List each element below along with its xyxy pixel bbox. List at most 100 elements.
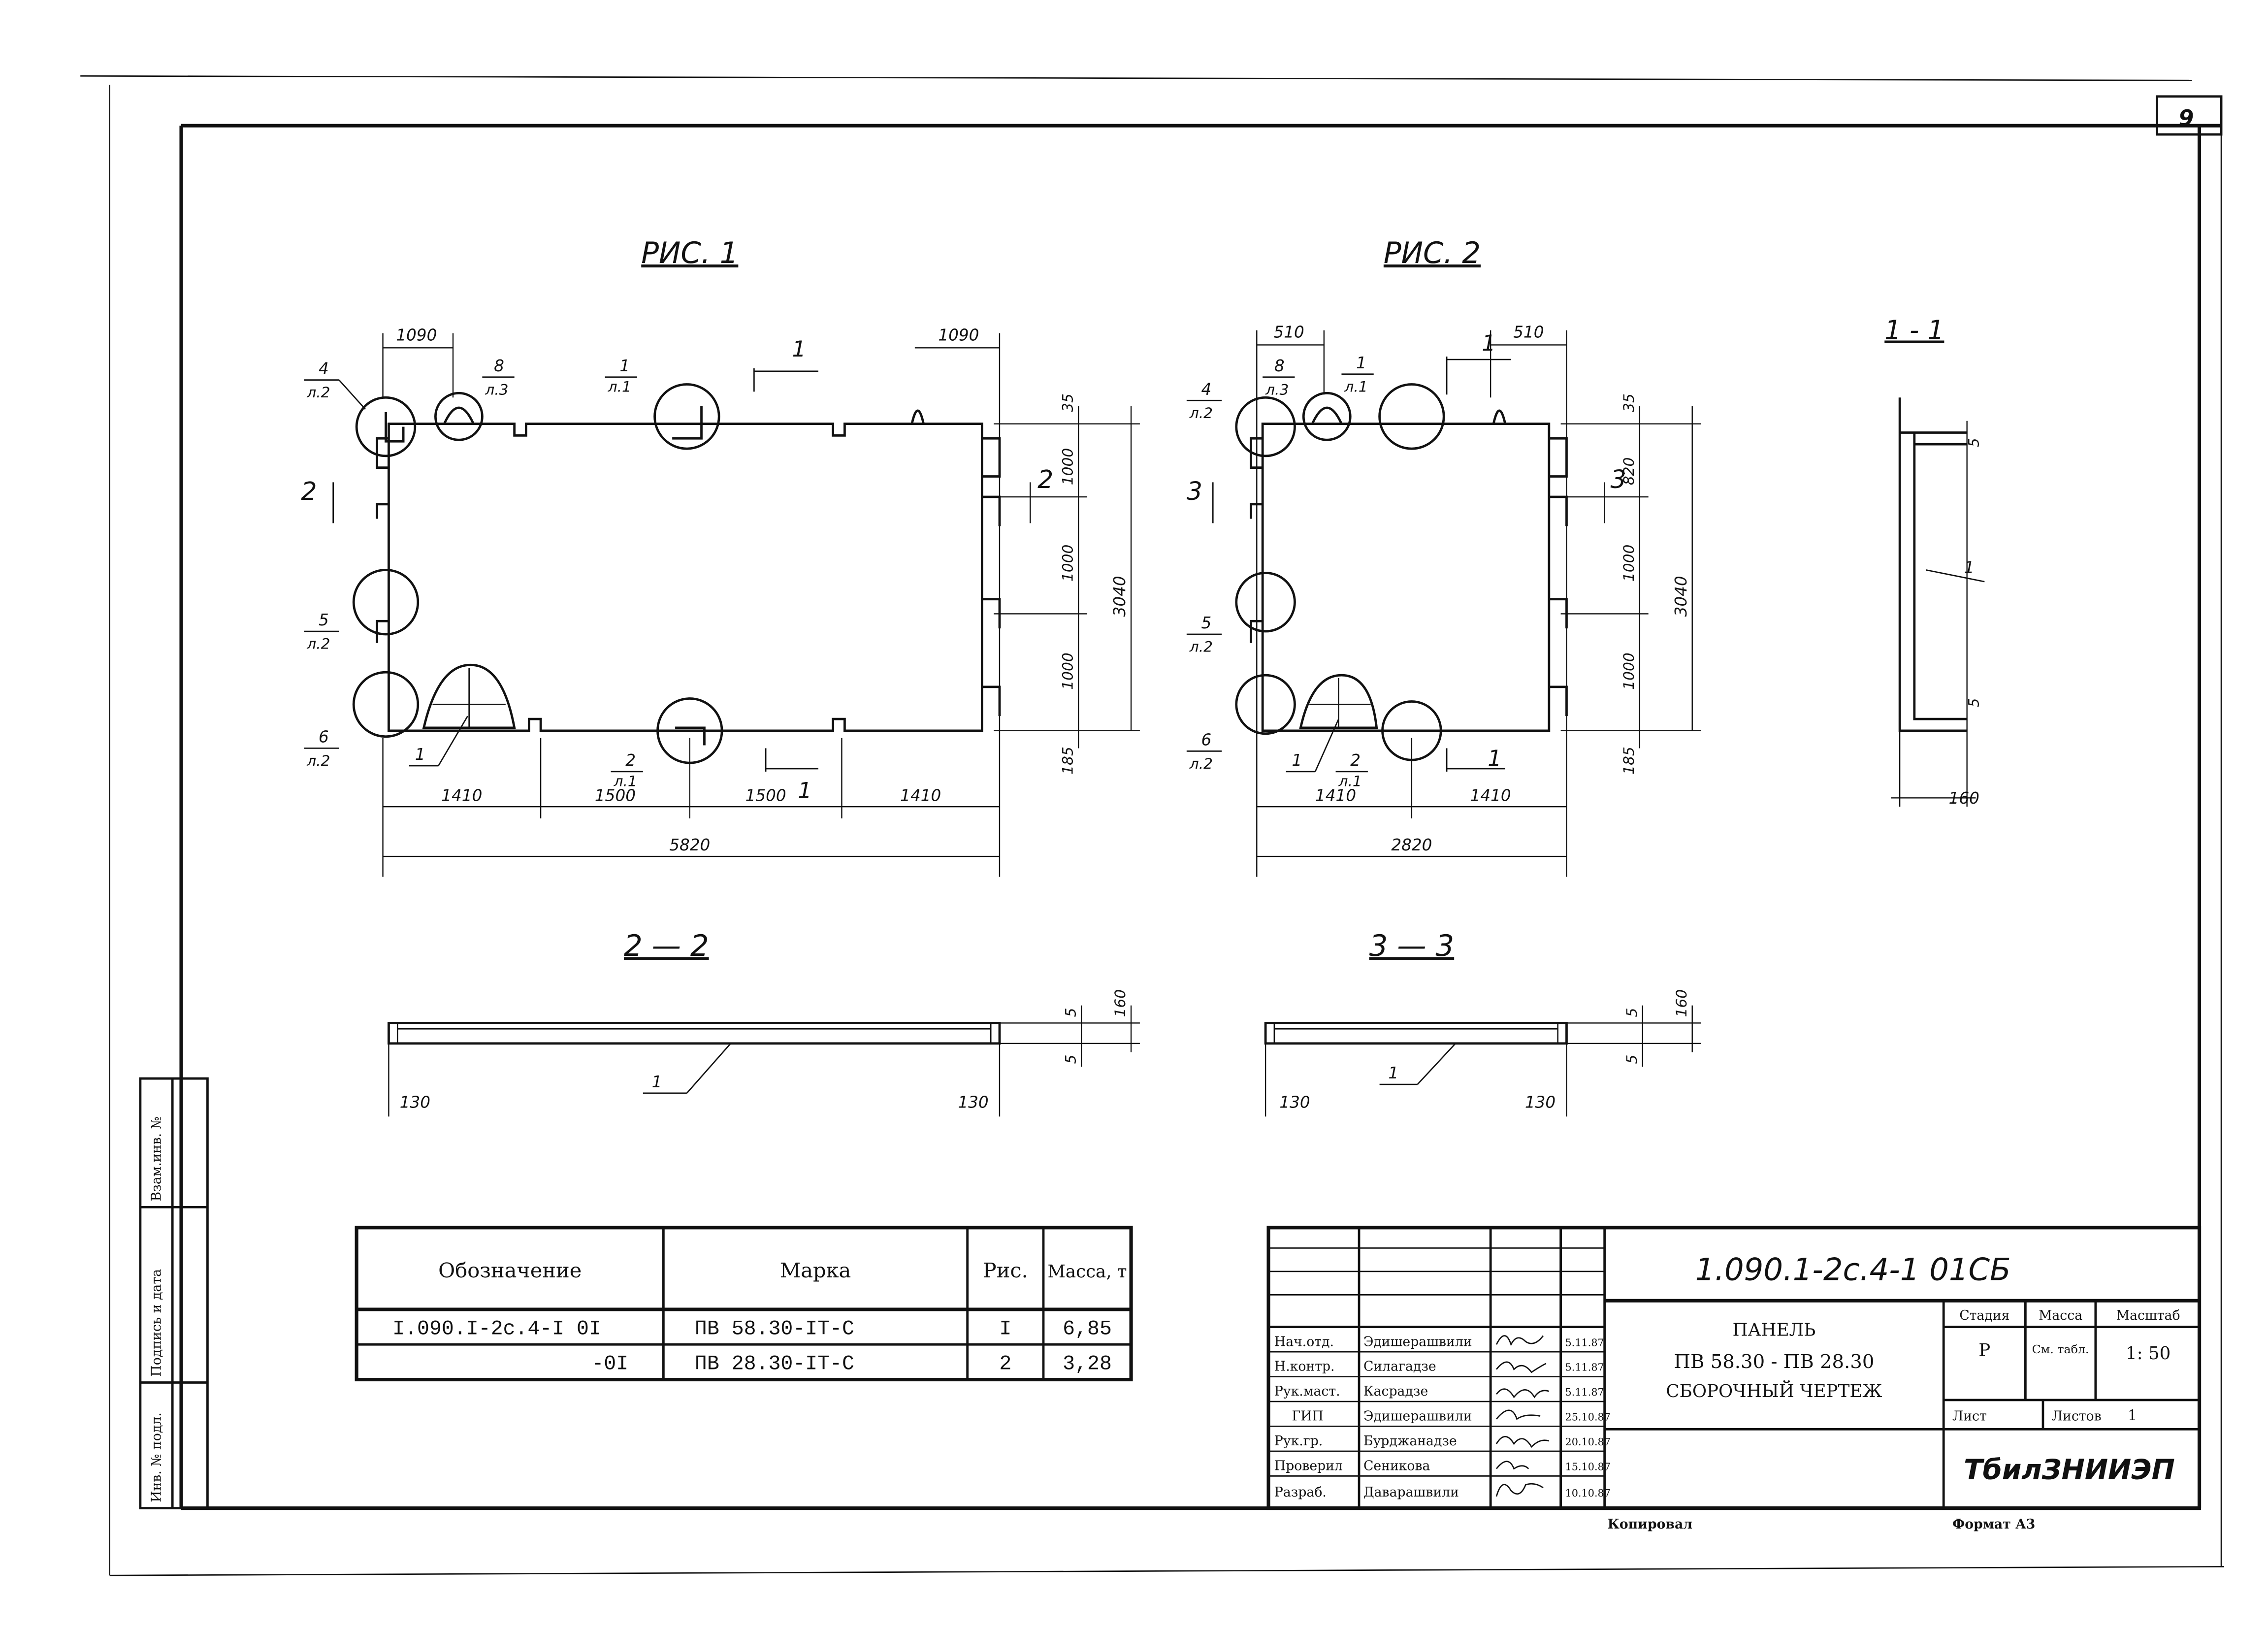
- fig2-bottom-dim-2: 1410: [1470, 786, 1511, 805]
- fig1-callout-8-sheet: л.3: [485, 381, 508, 398]
- signer-rows: Нач.отд. Эдишерашвили 5.11.87 Н.контр. С…: [1274, 1334, 1611, 1500]
- sheets-label: Листов: [2052, 1409, 2102, 1424]
- organization-name: ТбилЗНИИЭП: [1964, 1454, 2175, 1486]
- fig1-bottom-dim-1: 1410: [441, 786, 482, 805]
- stamp-inventory-number: Инв. № подл.: [149, 1412, 164, 1502]
- signer-role-1: Нач.отд.: [1274, 1334, 1334, 1349]
- sec33-dim-top: 5: [1623, 1008, 1640, 1017]
- detail-circle-8: [1302, 391, 1352, 441]
- spec-header-mass: Масса, т: [1047, 1262, 1127, 1282]
- fig2-callout-1-num: 1: [1356, 354, 1366, 372]
- fig2-right-dim-1: 35: [1620, 393, 1637, 412]
- spec-header-designation: Обозначение: [438, 1258, 582, 1282]
- fig2-callout-4-num: 4: [1201, 380, 1212, 398]
- fig2-leader-label: 1: [1292, 751, 1302, 770]
- fig2-cut-mark-right: 3: [1611, 465, 1626, 494]
- title-block: [1266, 1226, 2202, 1510]
- figure-2-panel-outline: [1212, 357, 1605, 772]
- fig1-bottom-dim-4: 1410: [900, 786, 941, 805]
- detail-circle-4: [355, 396, 417, 457]
- fig1-callout-4-sheet: л.2: [306, 384, 330, 401]
- sec11-dim-width: 160: [1949, 789, 1979, 808]
- stamp-replacement-inventory: Взам.инв. №: [149, 1116, 164, 1201]
- signer-name-6: Сеникова: [1363, 1459, 1430, 1474]
- fig2-right-dim-5: 185: [1620, 747, 1637, 775]
- sec33-leader-label: 1: [1388, 1064, 1398, 1082]
- signer-name-1: Эдишерашвили: [1363, 1334, 1472, 1349]
- mass-header: Масса: [2039, 1308, 2082, 1323]
- fig2-bottom-dim-1: 1410: [1315, 786, 1356, 805]
- sec11-dim-bottom: 5: [1965, 698, 1982, 707]
- sec22-leader-label: 1: [652, 1073, 662, 1091]
- signer-date-3: 5.11.87: [1565, 1386, 1604, 1398]
- detail-circle-6: [1235, 674, 1296, 735]
- spec-row1-figure: I: [999, 1318, 1011, 1341]
- fig1-leader-label: 1: [415, 745, 425, 764]
- fig2-callout-4-sheet: л.2: [1189, 404, 1213, 422]
- sheets-value: 1: [2128, 1407, 2137, 1424]
- detail-circle-4: [1235, 396, 1296, 457]
- fig1-callout-5-num: 5: [319, 611, 329, 629]
- figure-2-dimensions: [1256, 330, 1701, 877]
- fig2-cut-mark-bottom: 1: [1488, 746, 1501, 771]
- sec22-dim-top: 5: [1062, 1008, 1079, 1017]
- section-3-3-title: 3 — 3: [1369, 929, 1455, 963]
- fig2-callout-8-sheet: л.3: [1265, 381, 1289, 398]
- spec-row1-mass: 6,85: [1063, 1318, 1112, 1341]
- drawing-code: 1.090.1-2с.4-1 01СБ: [1695, 1252, 2011, 1288]
- sec33-dim-left: 130: [1279, 1093, 1310, 1112]
- spec-row2-figure: 2: [999, 1353, 1011, 1376]
- fig1-callout-4-num: 4: [319, 359, 329, 378]
- fig2-overall-height: 3040: [1672, 576, 1690, 617]
- handwritten-signatures: [1495, 1335, 1550, 1497]
- spec-row2-mark: ПВ 28.30-IТ-С: [695, 1353, 854, 1376]
- figure-1-title: РИС. 1: [641, 236, 738, 270]
- spec-header-figure: Рис.: [983, 1258, 1028, 1282]
- fig2-right-dim-4: 1000: [1620, 652, 1637, 689]
- sheet-frame: [80, 75, 2224, 1576]
- fig1-right-dim-5: 185: [1059, 747, 1076, 775]
- fig2-cut-mark-top: 1: [1482, 331, 1495, 356]
- signer-role-6: Проверил: [1274, 1459, 1343, 1474]
- signer-date-6: 15.10.87: [1565, 1461, 1611, 1473]
- fig1-callout-8-num: 8: [494, 357, 504, 375]
- signer-role-4: ГИП: [1292, 1409, 1324, 1424]
- fig2-callout-1-sheet: л.1: [1344, 378, 1367, 395]
- section-2-2-profile: [388, 1005, 1140, 1117]
- sec33-dim-height: 160: [1673, 989, 1690, 1017]
- fig1-right-dim-4: 1000: [1059, 652, 1076, 689]
- signer-date-2: 5.11.87: [1565, 1362, 1604, 1373]
- fig1-overall-width: 5820: [669, 836, 710, 854]
- fig2-callout-2-sheet: л.1: [1338, 773, 1362, 790]
- fig1-callout-5-sheet: л.2: [306, 635, 330, 652]
- section-1-1-title: 1 - 1: [1884, 315, 1944, 346]
- signer-role-3: Рук.маст.: [1274, 1384, 1340, 1399]
- sec11-dim-top: 5: [1965, 438, 1982, 447]
- fig1-right-dim-3: 1000: [1059, 545, 1076, 582]
- sec22-dim-bottom: 5: [1062, 1055, 1079, 1064]
- copied-label: Копировал: [1608, 1517, 1693, 1532]
- fig1-overall-height: 3040: [1110, 576, 1129, 617]
- spec-header-mark: Марка: [780, 1258, 851, 1282]
- drawing-name-line-2: ПВ 58.30 - ПВ 28.30: [1674, 1351, 1874, 1373]
- fig1-callout-1-num: 1: [619, 357, 630, 375]
- signer-name-4: Эдишерашвили: [1363, 1409, 1472, 1424]
- section-2-2-title: 2 — 2: [624, 929, 709, 963]
- section-3-3-profile: [1264, 1005, 1701, 1117]
- fig2-callout-5-sheet: л.2: [1189, 638, 1213, 655]
- scale-header: Масштаб: [2116, 1308, 2180, 1323]
- fig2-callout-6-sheet: л.2: [1189, 755, 1213, 772]
- signer-name-3: Касрадзе: [1363, 1384, 1428, 1399]
- fig1-callout-2-sheet: л.1: [613, 773, 637, 790]
- spec-table: [355, 1226, 1133, 1382]
- fig2-callout-2-num: 2: [1350, 751, 1361, 770]
- fig1-bottom-dim-3: 1500: [745, 786, 786, 805]
- signer-date-1: 5.11.87: [1565, 1336, 1604, 1348]
- fig1-right-dim-2: 1000: [1059, 448, 1076, 485]
- sec11-leader-label: 1: [1964, 558, 1975, 577]
- sec22-dim-height: 160: [1111, 989, 1129, 1017]
- sec22-dim-left: 130: [400, 1093, 430, 1112]
- fig1-cut-mark-bottom: 1: [798, 778, 811, 803]
